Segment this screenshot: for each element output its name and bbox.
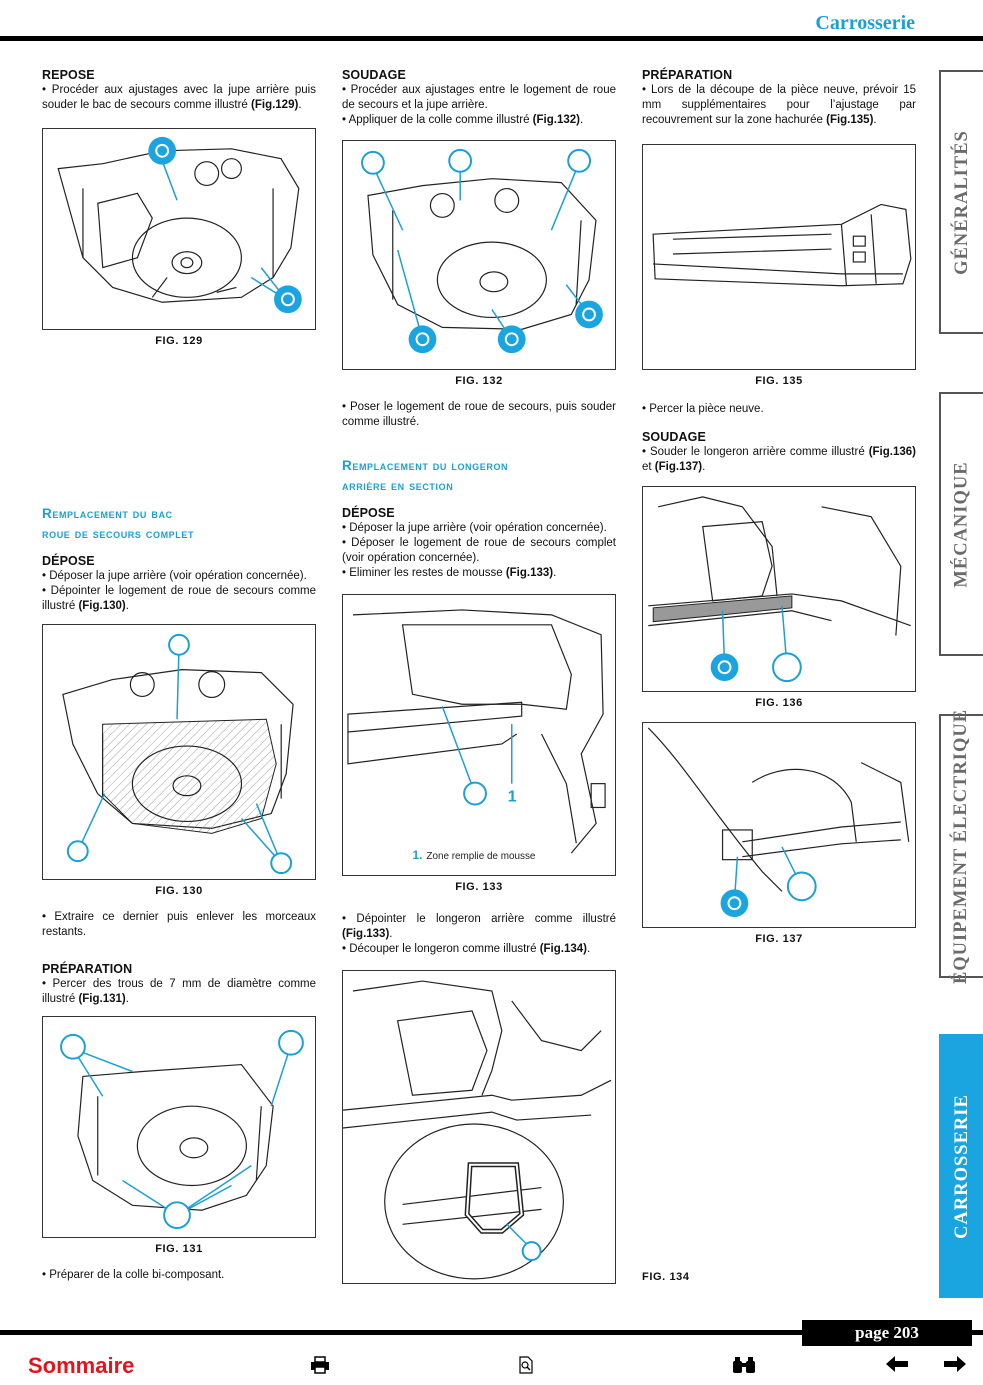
heading-preparation-3: PRÉPARATION bbox=[642, 68, 733, 82]
figure-137 bbox=[642, 722, 916, 928]
caption-fig135: FIG. 135 bbox=[755, 375, 803, 387]
fig129-drawing bbox=[57, 136, 302, 314]
caption-fig131: FIG. 131 bbox=[155, 1243, 203, 1255]
caption-fig137: FIG. 137 bbox=[755, 933, 803, 945]
decouper-text: • Découper le longeron comme illustré (F… bbox=[342, 943, 591, 955]
page-number: page 203 bbox=[802, 1320, 972, 1346]
drill-icon bbox=[463, 781, 487, 806]
header-rule bbox=[0, 36, 983, 41]
caption-fig132: FIG. 132 bbox=[455, 375, 503, 387]
caption-fig130: FIG. 130 bbox=[155, 885, 203, 897]
arrow-right-icon[interactable] bbox=[944, 1356, 966, 1377]
fig133-drawing: 1 1. Zone remplie de mousse bbox=[347, 609, 606, 862]
figure-131 bbox=[42, 1016, 316, 1238]
svg-text:1.Zone remplie de mousse: 1. Zone remplie de mousse bbox=[412, 848, 535, 862]
weld-icon bbox=[148, 136, 302, 314]
figure-134 bbox=[342, 970, 616, 1284]
sommaire-link[interactable]: Sommaire bbox=[28, 1353, 135, 1378]
heading-preparation: PRÉPARATION bbox=[42, 962, 133, 976]
figure-130 bbox=[42, 624, 316, 880]
preparation3-text: • Lors de la découpe de la pièce neuve, … bbox=[642, 84, 916, 126]
heading-depose: DÉPOSE bbox=[42, 554, 95, 568]
depointer-text: • Dépointer le longeron arrière comme il… bbox=[342, 913, 616, 940]
tab-equipement-electrique[interactable]: ÉQUIPEMENT ÉLECTRIQUE bbox=[939, 708, 983, 984]
drill-icon bbox=[521, 1241, 542, 1262]
figure-129 bbox=[42, 128, 316, 330]
fig133-callout: 1 bbox=[508, 789, 517, 806]
glue-bead-icon bbox=[772, 652, 802, 683]
zoom-page-icon[interactable] bbox=[518, 1356, 534, 1379]
poser-text: • Poser le logement de roue de secours, … bbox=[342, 401, 616, 428]
tab-carrosserie[interactable]: CARROSSERIE bbox=[939, 1034, 983, 1298]
depose-line-2: • Dépointer le logement de roue de secou… bbox=[42, 585, 316, 612]
caption-fig134: FIG. 134 bbox=[642, 1271, 690, 1283]
depose2-line-1: • Déposer la jupe arrière (voir opératio… bbox=[342, 522, 607, 534]
colle-text: • Préparer de la colle bi-composant. bbox=[42, 1269, 225, 1281]
weld-icon bbox=[720, 889, 749, 918]
print-icon[interactable] bbox=[310, 1356, 330, 1379]
repose-text: • Procéder aux ajustages avec la jupe ar… bbox=[42, 84, 316, 111]
fig136-drawing bbox=[648, 496, 911, 683]
fig131-drawing bbox=[60, 1029, 304, 1230]
caption-fig133: FIG. 133 bbox=[455, 881, 503, 893]
caption-fig129: FIG. 129 bbox=[155, 335, 203, 347]
fig133-legend-num: 1. bbox=[412, 848, 422, 862]
soudage-line-1: • Procéder aux ajustages entre le logeme… bbox=[342, 84, 616, 111]
glue-bead-icon bbox=[361, 148, 592, 175]
fig134-drawing bbox=[343, 980, 612, 1280]
caption-fig136: FIG. 136 bbox=[755, 697, 803, 709]
section-title-bac: Remplacement du bac roue de secours comp… bbox=[42, 506, 195, 541]
glue-icon bbox=[60, 1029, 304, 1230]
percer-text: • Percer la pièce neuve. bbox=[642, 403, 764, 415]
footer-rule bbox=[0, 1330, 983, 1335]
fig133-legend: Zone remplie de mousse bbox=[426, 851, 536, 862]
depose2-line-2: • Déposer le logement de roue de secours… bbox=[342, 537, 616, 564]
header-section-title: Carrosserie bbox=[815, 12, 915, 34]
figure-135 bbox=[642, 144, 916, 370]
figure-132 bbox=[342, 140, 616, 370]
section-title-longeron: Remplacement du longeron arrière en sect… bbox=[342, 458, 509, 493]
drill-icon bbox=[66, 633, 293, 875]
depose2-line-3: • Eliminer les restes de mousse (Fig.133… bbox=[342, 567, 557, 579]
weld-icon bbox=[408, 300, 603, 354]
preparation-text: • Percer des trous de 7 mm de diamètre c… bbox=[42, 978, 316, 1005]
figure-133: 1 1. Zone remplie de mousse bbox=[342, 594, 616, 876]
heading-depose-2: DÉPOSE bbox=[342, 506, 395, 520]
fig132-drawing bbox=[361, 148, 603, 354]
tab-mecanique[interactable]: MÉCANIQUE bbox=[939, 392, 983, 656]
tab-generalites[interactable]: GÉNÉRALITÉS bbox=[939, 70, 983, 334]
heading-soudage-3: SOUDAGE bbox=[642, 430, 706, 444]
fig130-drawing bbox=[62, 633, 294, 875]
figure-136 bbox=[642, 486, 916, 692]
depose-line-1: • Déposer la jupe arrière (voir opératio… bbox=[42, 570, 307, 582]
arrow-left-icon[interactable] bbox=[886, 1356, 908, 1377]
soudage3-text: • Souder le longeron arrière comme illus… bbox=[642, 446, 916, 473]
soudage-line-2: • Appliquer de la colle comme illustré (… bbox=[342, 114, 584, 126]
glue-bead-icon bbox=[786, 871, 817, 902]
weld-icon bbox=[710, 653, 739, 682]
binoculars-icon[interactable] bbox=[732, 1356, 756, 1379]
fig137-drawing bbox=[647, 727, 910, 918]
extraire-text: • Extraire ce dernier puis enlever les m… bbox=[42, 911, 316, 938]
heading-repose: REPOSE bbox=[42, 68, 95, 82]
fig135-drawing bbox=[652, 203, 912, 287]
heading-soudage: SOUDAGE bbox=[342, 68, 406, 82]
